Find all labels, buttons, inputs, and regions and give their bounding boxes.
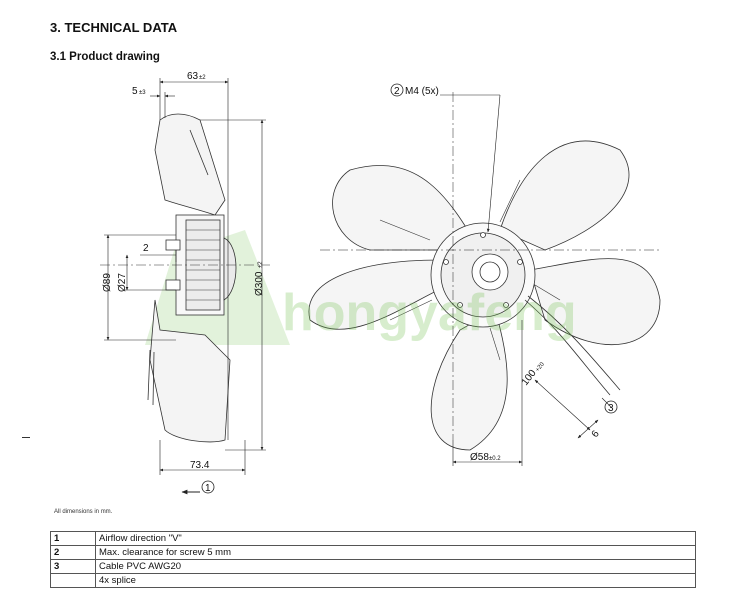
legend-row: 1 Airflow direction "V": [50, 531, 696, 546]
legend-row: 2 Max. clearance for screw 5 mm: [50, 545, 696, 560]
dimensions-note: All dimensions in mm.: [54, 509, 113, 515]
legend-number: [50, 573, 96, 588]
subsection-title: 3.1 Product drawing: [50, 51, 160, 63]
screw-label: M4 (5x): [405, 86, 439, 97]
fan-blade: [430, 309, 508, 451]
legend-text: Max. clearance for screw 5 mm: [95, 545, 696, 560]
dia-bolt-circle-tol: ±0.2: [489, 456, 501, 462]
fan-blade: [499, 140, 630, 251]
legend-row: 4x splice: [50, 573, 696, 588]
legend-number: 3: [50, 559, 96, 574]
legend-text: Cable PVC AWG20: [95, 559, 696, 574]
dim-offset-tol: ±3: [139, 90, 146, 96]
callout-cable: 3: [608, 403, 614, 414]
dim-top-width: 63: [187, 71, 199, 82]
front-view: [308, 140, 661, 451]
product-drawing: 63 ±2 5 ±3 2 Ø89 Ø27 Ø300 ±2 73.4 1: [100, 71, 661, 495]
legend-text: 4x splice: [95, 573, 696, 588]
legend-number: 2: [50, 545, 96, 560]
section-title: 3. TECHNICAL DATA: [50, 20, 178, 35]
fan-blade: [529, 258, 661, 346]
side-view: [100, 113, 290, 443]
dia-blade-tol: ±2: [258, 261, 264, 268]
dia-shaft: Ø27: [117, 273, 128, 292]
front-view-dimensions: [320, 92, 660, 466]
cable-length-tol: +20: [535, 361, 546, 373]
watermark-text: hongyafeng: [282, 284, 577, 342]
callout-screw: 2: [394, 86, 400, 97]
dia-hub: Ø89: [102, 273, 113, 292]
dim-depth: 73.4: [190, 460, 210, 471]
dia-bolt-circle: Ø58: [470, 452, 489, 463]
dim-screw-clearance: 2: [143, 243, 149, 254]
legend-row: 3 Cable PVC AWG20: [50, 559, 696, 574]
side-view-labels: 63 ±2 5 ±3 2 Ø89 Ø27 Ø300 ±2 73.4 1: [102, 71, 265, 494]
legend-text: Airflow direction "V": [95, 531, 696, 546]
side-view-dimensions: [104, 78, 266, 495]
fan-blade: [332, 165, 481, 251]
fan-blade: [308, 259, 461, 330]
cable-strip: 6: [590, 428, 602, 440]
margin-mark: [22, 437, 30, 438]
legend-table: 1 Airflow direction "V" 2 Max. clearance…: [50, 531, 696, 588]
dia-blade: Ø300: [254, 271, 265, 296]
dim-offset: 5: [132, 86, 138, 97]
callout-airflow: 1: [205, 483, 211, 494]
legend-number: 1: [50, 531, 96, 546]
dim-top-width-tol: ±2: [199, 75, 206, 81]
